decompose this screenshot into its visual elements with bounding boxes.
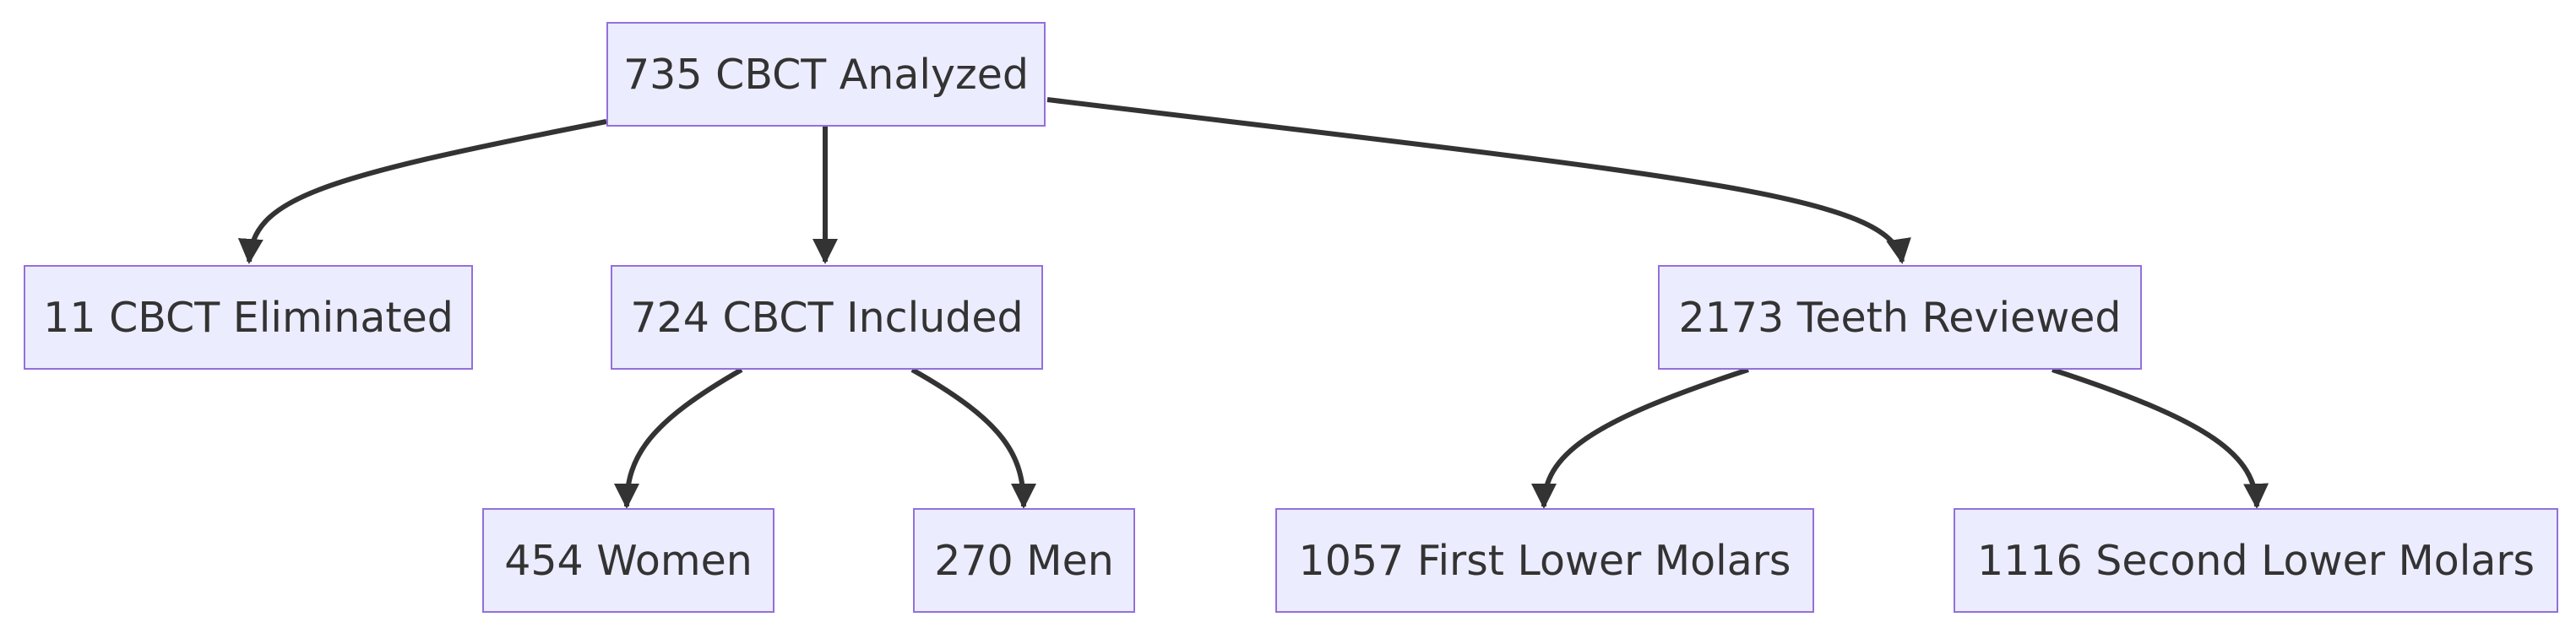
node-cbct-eliminated: 11 CBCT Eliminated bbox=[24, 265, 473, 370]
node-first-lower-molars: 1057 First Lower Molars bbox=[1275, 508, 1814, 613]
node-second-lower-molars: 1116 Second Lower Molars bbox=[1954, 508, 2558, 613]
edge-root-to-teeth bbox=[1046, 97, 1911, 264]
edge-root-to-eliminated bbox=[237, 119, 607, 264]
edge-teeth-to-second-molars bbox=[2052, 367, 2269, 509]
node-cbct-analyzed: 735 CBCT Analyzed bbox=[606, 22, 1046, 127]
node-cbct-included: 724 CBCT Included bbox=[611, 265, 1043, 370]
node-women: 454 Women bbox=[482, 508, 774, 613]
node-teeth-reviewed: 2173 Teeth Reviewed bbox=[1658, 265, 2142, 370]
edge-included-to-men bbox=[910, 367, 1036, 509]
node-men: 270 Men bbox=[913, 508, 1135, 613]
edge-included-to-women bbox=[614, 367, 743, 509]
edge-teeth-to-first-molars bbox=[1531, 367, 1749, 509]
